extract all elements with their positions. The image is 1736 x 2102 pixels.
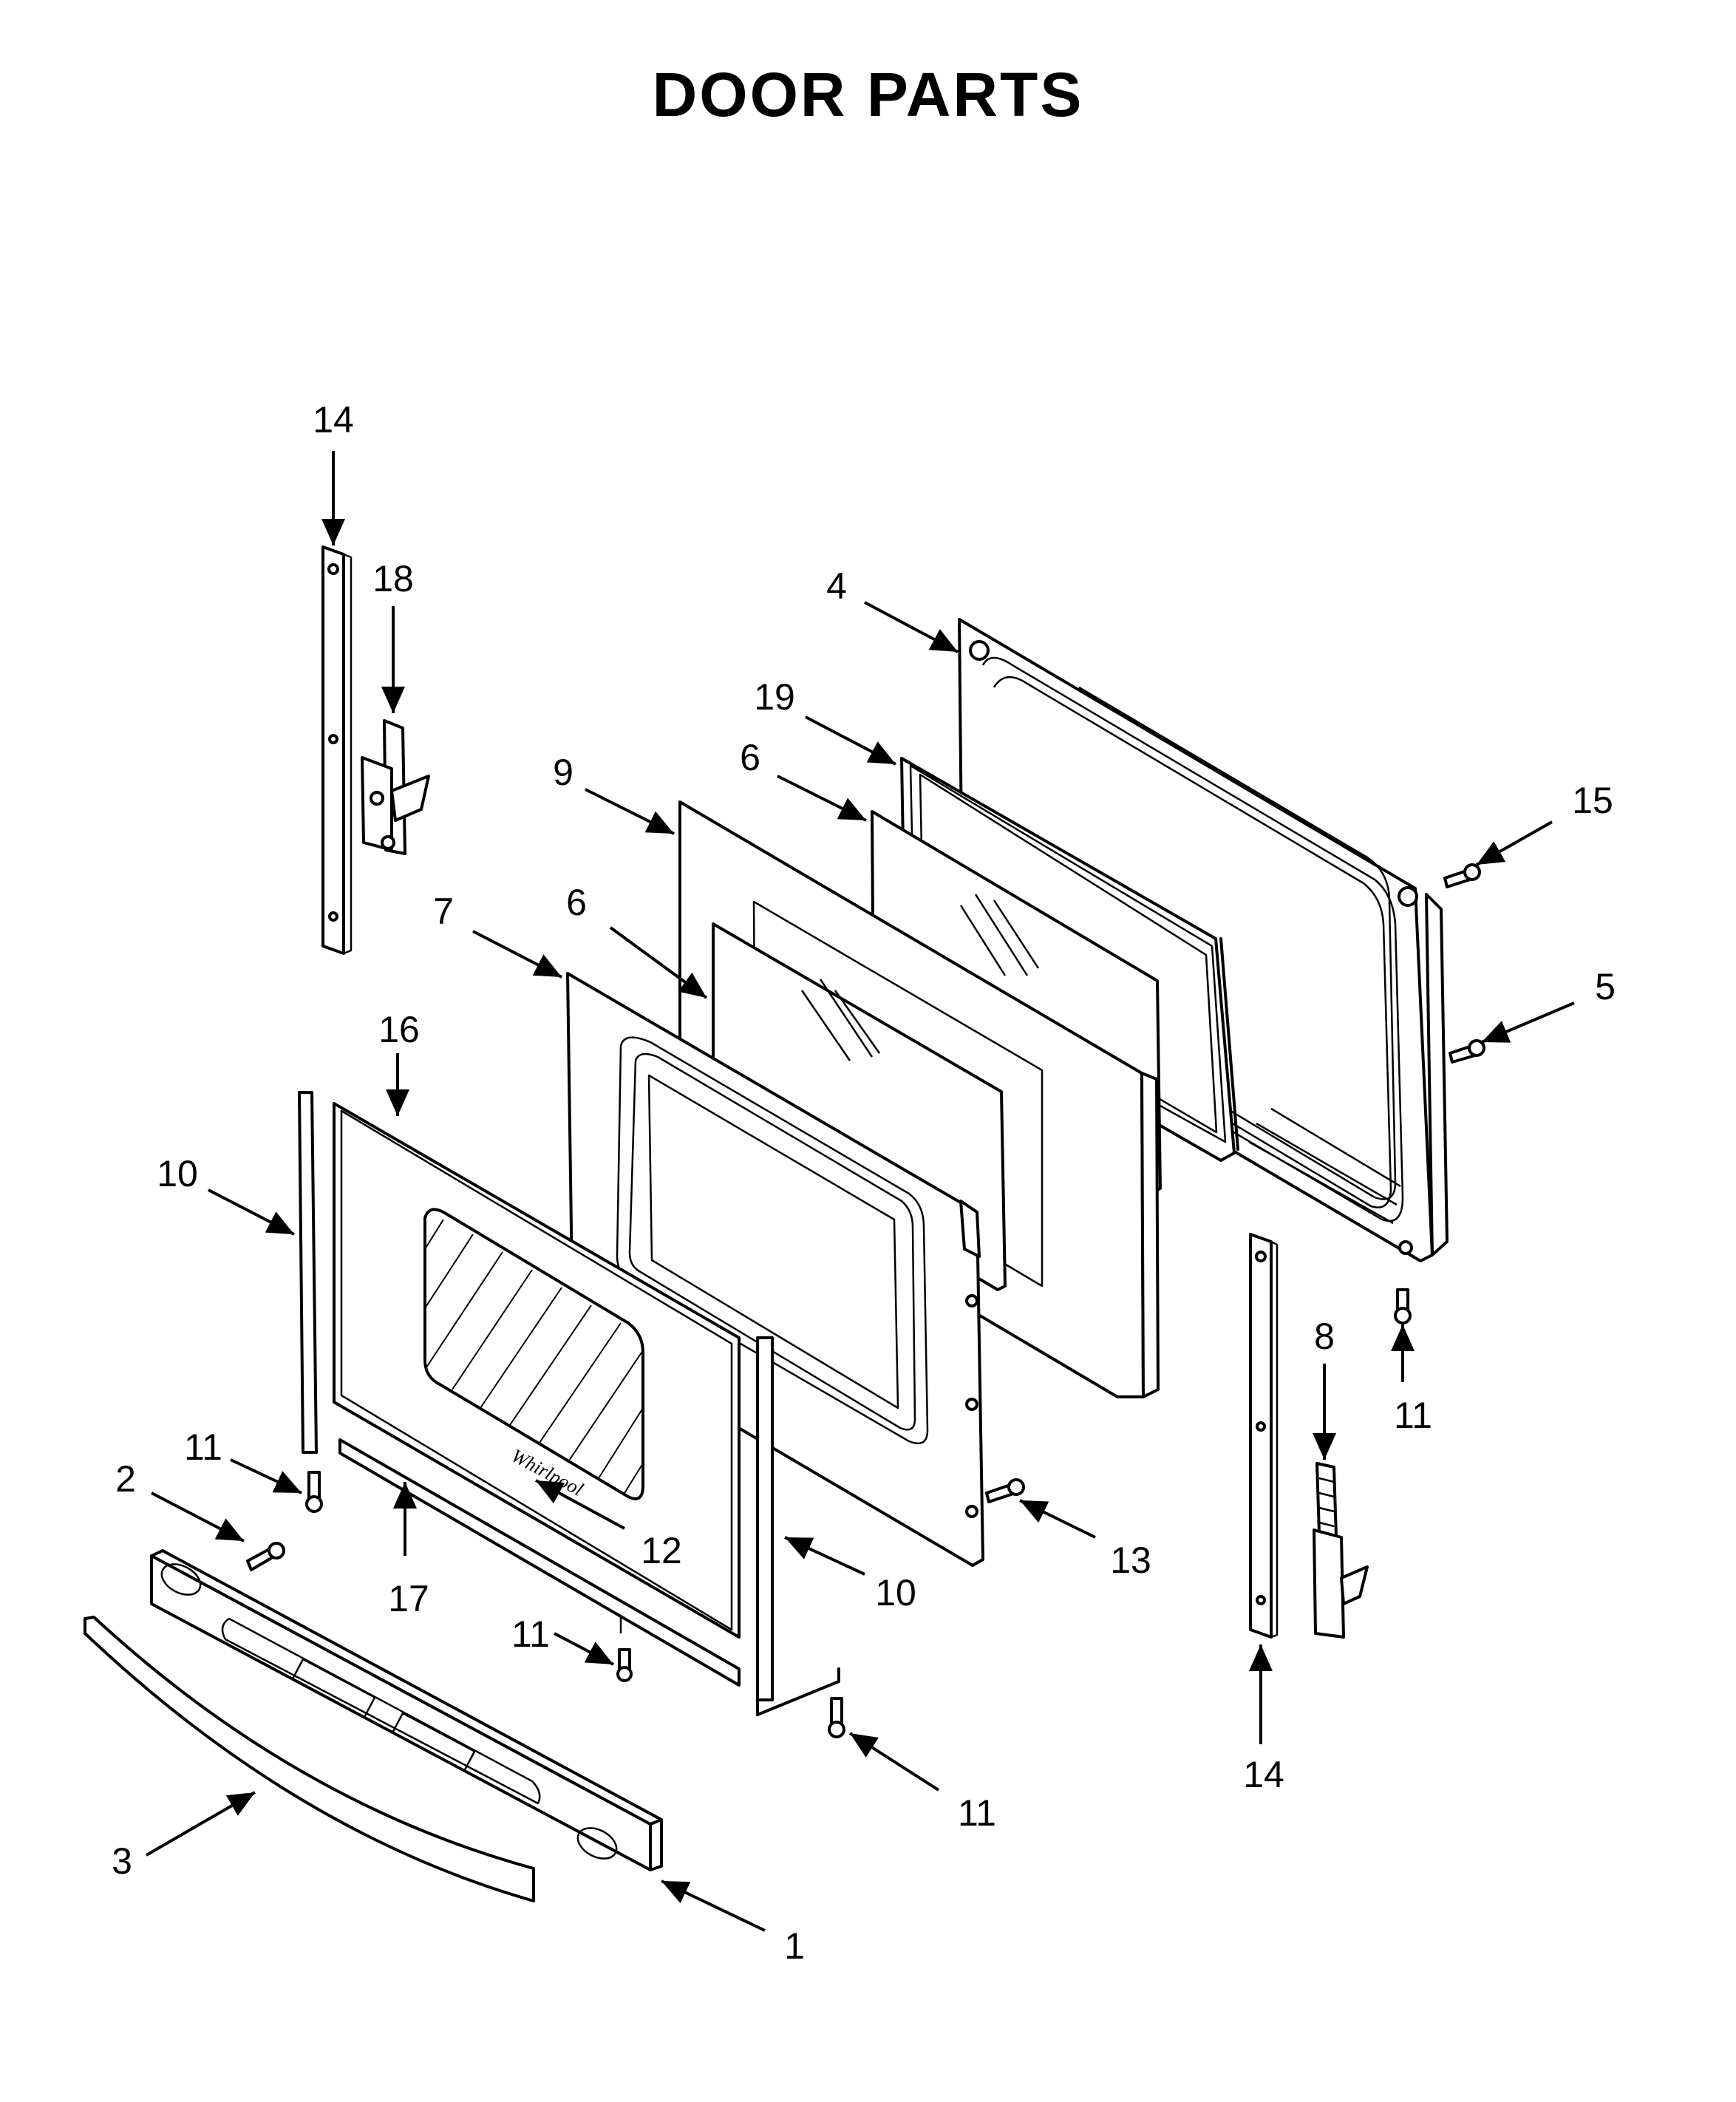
callout-14-bottom: 14 (1243, 1754, 1284, 1795)
screw-15 (1443, 863, 1481, 888)
callout-10-right: 10 (875, 1572, 916, 1613)
screw-5 (1449, 1039, 1485, 1064)
callout-2: 2 (115, 1458, 136, 1500)
callout-16: 16 (378, 1009, 420, 1050)
callout-19: 19 (754, 676, 795, 718)
part-8-hinge-right (1313, 1462, 1369, 1639)
callout-7: 7 (433, 891, 454, 932)
screw-2 (246, 1542, 285, 1571)
callout-12: 12 (641, 1530, 682, 1571)
callout-4: 4 (826, 565, 847, 607)
part-14-hinge-bar-left (321, 545, 353, 955)
callout-3: 3 (112, 1840, 132, 1882)
handle-vent-slots (291, 1658, 476, 1772)
callout-14-top: 14 (313, 399, 354, 441)
part-7-inner-door-panel (566, 972, 984, 1567)
diagram-title: DOOR PARTS (652, 60, 1084, 129)
callout-18: 18 (372, 558, 414, 599)
callout-15: 15 (1572, 780, 1613, 821)
leader-lines (145, 451, 1575, 1932)
callout-6-mid: 6 (566, 882, 587, 923)
callout-6-top: 6 (740, 737, 760, 778)
callout-9: 9 (553, 752, 573, 793)
part-18-hinge-left (361, 719, 430, 855)
callout-labels: 14 18 4 19 6 9 15 7 6 5 16 10 8 11 11 2 … (112, 399, 1616, 1967)
screw-11-bottom (828, 1697, 845, 1738)
part-10-side-trim-right (619, 1336, 840, 1716)
callout-13: 13 (1110, 1540, 1151, 1581)
callout-11-bottom: 11 (958, 1792, 996, 1834)
part-14-hinge-bar-right (1249, 1233, 1279, 1639)
callout-11-mid: 11 (511, 1613, 550, 1655)
part-3-handle-strip (84, 1616, 535, 1902)
part-16-outer-door-frame: Whirlpool (333, 1102, 741, 1639)
callout-11-right: 11 (1394, 1395, 1432, 1436)
callout-1: 1 (784, 1925, 805, 1967)
part-17-bottom-trim (338, 1438, 741, 1687)
window-hatch-pattern (424, 1219, 644, 1494)
callout-8: 8 (1314, 1316, 1335, 1357)
part-1-handle-trim (150, 1549, 663, 1871)
screw-11-mid (616, 1648, 633, 1682)
screw-11-left (305, 1471, 323, 1513)
part-10-side-trim-left (298, 1091, 318, 1454)
callout-5: 5 (1595, 966, 1616, 1007)
screw-13 (985, 1478, 1025, 1503)
callout-10-left: 10 (157, 1153, 198, 1194)
screw-11-right (1394, 1288, 1412, 1324)
callout-17: 17 (388, 1578, 429, 1619)
callout-11-left: 11 (184, 1426, 222, 1468)
